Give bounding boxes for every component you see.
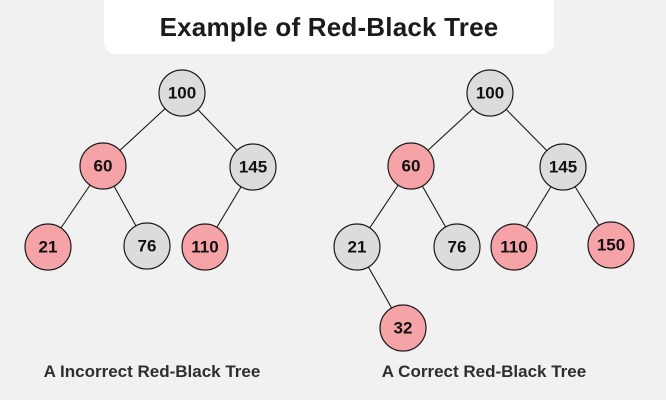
tree-node-110-red: 110 xyxy=(181,223,229,271)
tree-node-60-red: 60 xyxy=(387,142,435,190)
node-circle xyxy=(379,304,427,352)
node-circle xyxy=(24,223,72,271)
node-circle xyxy=(181,223,229,271)
caption-incorrect-tree: A Incorrect Red-Black Tree xyxy=(43,362,261,381)
node-circle xyxy=(158,69,206,117)
tree-node-32-red: 32 xyxy=(379,304,427,352)
node-circle xyxy=(229,143,277,191)
node-label: 76 xyxy=(448,237,467,256)
caption-correct-tree: A Correct Red-Black Tree xyxy=(381,362,587,381)
node-label: 60 xyxy=(94,156,113,175)
tree-node-21-black: 21 xyxy=(333,223,381,271)
tree-node-60-red: 60 xyxy=(79,142,127,190)
node-label: 21 xyxy=(39,237,58,256)
node-label: 110 xyxy=(500,237,527,256)
node-label: 145 xyxy=(549,157,577,176)
node-circle xyxy=(433,223,481,271)
tree-node-76-black: 76 xyxy=(433,223,481,271)
tree-node-21-red: 21 xyxy=(24,223,72,271)
tree-node-150-red: 150 xyxy=(587,221,635,269)
page-title: Example of Red-Black Tree xyxy=(159,11,499,42)
title-banner: Example of Red-Black Tree xyxy=(104,0,554,54)
node-circle xyxy=(466,69,514,117)
node-label: 100 xyxy=(168,83,196,102)
tree-node-110-red: 110 xyxy=(490,223,538,271)
node-circle xyxy=(587,221,635,269)
node-label: 145 xyxy=(239,157,267,176)
correct-red-black-tree: 100 60 145 21 76 110 150 32 xyxy=(333,69,635,352)
node-circle xyxy=(79,142,127,190)
node-label: 76 xyxy=(138,236,157,255)
tree-node-100-black: 100 xyxy=(466,69,514,117)
node-label: 150 xyxy=(597,235,625,254)
tree-node-76-black: 76 xyxy=(123,222,171,270)
node-circle xyxy=(333,223,381,271)
node-label: 21 xyxy=(348,237,367,256)
tree-node-100-black: 100 xyxy=(158,69,206,117)
node-label: 60 xyxy=(402,156,421,175)
node-circle xyxy=(539,143,587,191)
tree-node-145-black: 145 xyxy=(539,143,587,191)
node-label: 100 xyxy=(476,83,504,102)
tree-node-145-black: 145 xyxy=(229,143,277,191)
node-circle xyxy=(123,222,171,270)
node-label: 110 xyxy=(191,237,218,256)
node-circle xyxy=(490,223,538,271)
incorrect-red-black-tree: 100 60 145 21 76 110 xyxy=(24,69,277,271)
node-label: 32 xyxy=(394,318,413,337)
node-circle xyxy=(387,142,435,190)
